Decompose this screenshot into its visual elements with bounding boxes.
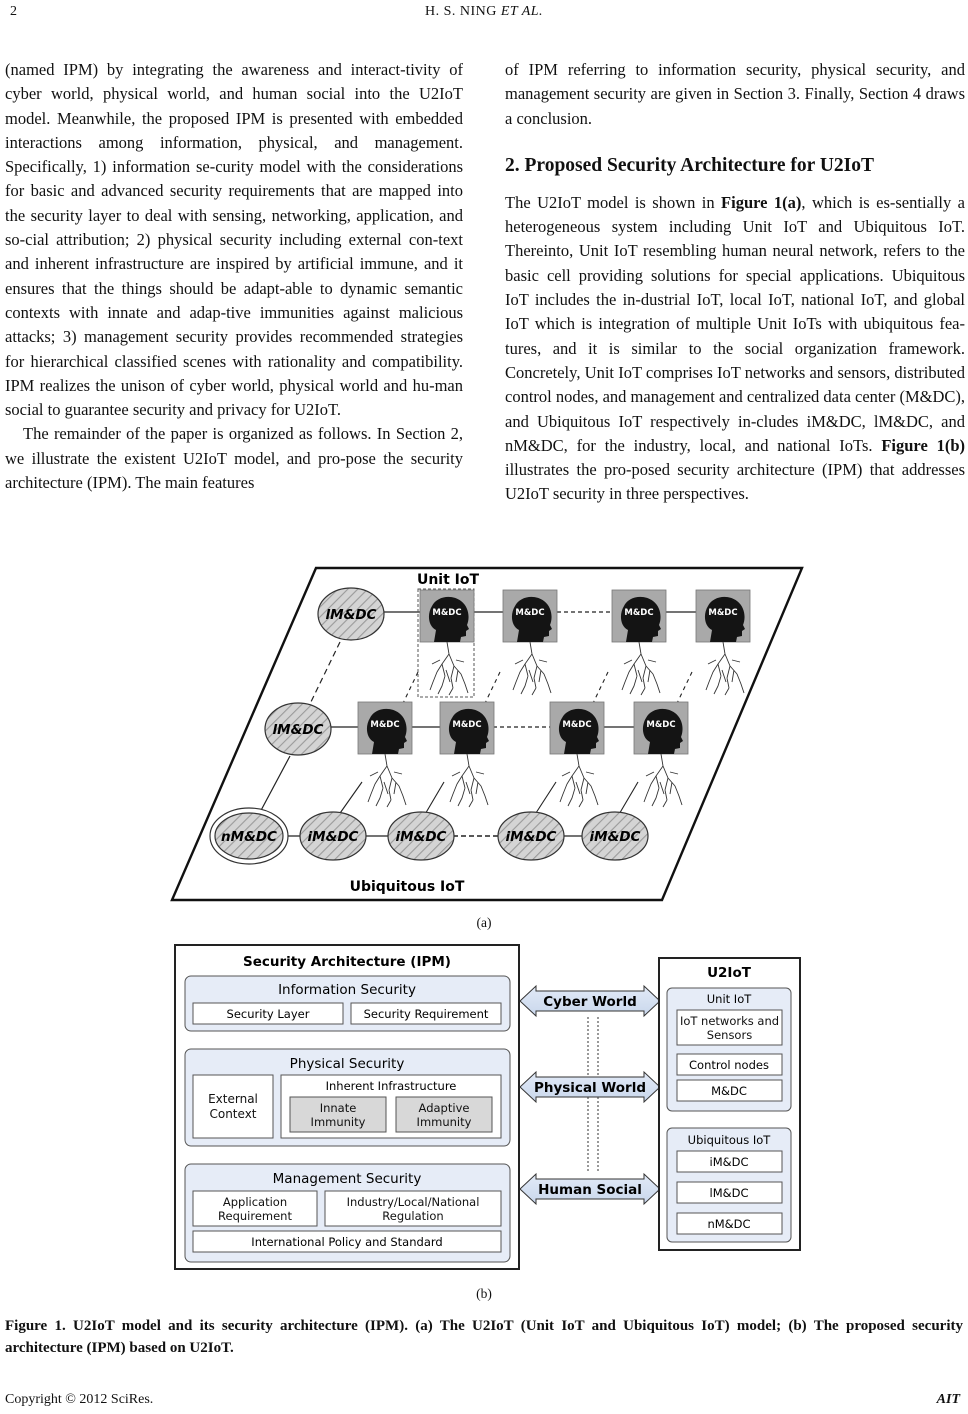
adaptive-immunity-box <box>395 1096 493 1133</box>
nmdc-box: nM&DC <box>707 1217 750 1231</box>
head-label: M&DC <box>515 608 544 618</box>
section-heading: 2. Proposed Security Architecture for U2… <box>505 154 875 176</box>
application-requirement-box <box>192 1190 318 1227</box>
imdc-box: iM&DC <box>710 1155 749 1169</box>
external-context-box <box>192 1074 274 1139</box>
unit-mdc-box: M&DC <box>711 1084 747 1098</box>
unit-head-1: M&DC <box>419 589 475 696</box>
lmdc-box: lM&DC <box>710 1186 749 1200</box>
right-column: of IPM referring to information security… <box>505 58 965 507</box>
unit-head-5: M&DC <box>357 701 413 808</box>
figure-1a-u2iot-model: Unit IoT Ubiquitous IoT M&DC M&DC M&DC M… <box>170 566 804 902</box>
left-column: (named IPM) by integrating the awareness… <box>5 58 463 495</box>
imdc-ellipse-2 <box>387 811 455 861</box>
control-nodes-box: Control nodes <box>689 1058 769 1072</box>
lmdc-mid-ellipse <box>264 702 332 756</box>
ubiquitous-iot-title: Ubiquitous IoT <box>688 1133 772 1147</box>
unit-head-6: M&DC <box>439 701 495 808</box>
figure-ref-1a: Figure 1(a) <box>721 192 802 212</box>
management-security-title: Management Security <box>273 1171 422 1187</box>
security-layer-box: Security Layer <box>227 1007 310 1021</box>
nmdc-ellipse <box>214 812 284 860</box>
info-security-title: Information Security <box>278 982 416 998</box>
regulation-label: Industry/Local/National Regulation <box>346 1194 480 1223</box>
external-context-label: External Context <box>208 1091 258 1121</box>
subcaption-b: (b) <box>476 1286 492 1301</box>
copyright: Copyright © 2012 SciRes. <box>5 1392 154 1407</box>
left-paragraph-2: The remainder of the paper is organized … <box>5 424 463 493</box>
unit-head-2: M&DC <box>502 589 558 696</box>
right-paragraph-2: The U2IoT model is shown in Figure 1(a),… <box>505 191 965 507</box>
ipm-title: Security Architecture (IPM) <box>243 954 451 970</box>
head-label: M&DC <box>432 608 461 618</box>
imdc-label-1: iM&DC <box>308 829 359 845</box>
imdc-ellipse-4 <box>581 811 649 861</box>
inherent-infrastructure-label: Inherent Infrastructure <box>326 1079 457 1093</box>
human-social-label: Human Social <box>538 1182 642 1198</box>
unit-head-4: M&DC <box>695 589 751 696</box>
author-header: H. S. NING ET AL. <box>0 4 968 20</box>
right-paragraph-1: of IPM referring to information security… <box>505 60 965 128</box>
regulation-box <box>324 1190 502 1227</box>
imdc-ellipse-1 <box>299 811 367 861</box>
imdc-label-4: iM&DC <box>590 829 641 845</box>
subcaption-a: (a) <box>476 915 492 930</box>
cyber-world-label: Cyber World <box>543 994 637 1010</box>
author-names: H. S. NING <box>424 4 501 19</box>
figure-ref-1b: Figure 1(b) <box>881 435 966 455</box>
para-text-b: , which is es-sentially a heterogeneous … <box>505 192 966 455</box>
figure-1b-security-architecture: Security Architecture (IPM) Information … <box>174 944 801 1270</box>
unit-head-8: M&DC <box>633 701 689 808</box>
application-requirement-label: Application Requirement <box>218 1194 292 1223</box>
running-header: 2 H. S. NING ET AL. <box>0 4 968 24</box>
head-label: M&DC <box>624 608 653 618</box>
physical-security-title: Physical Security <box>290 1056 405 1072</box>
nmdc-label: nM&DC <box>221 829 277 845</box>
unit-iot-label: Unit IoT <box>417 572 480 588</box>
unit-iot-title: Unit IoT <box>707 992 752 1006</box>
journal-abbrev: AIT <box>936 1392 960 1407</box>
unit-head-3: M&DC <box>611 589 667 696</box>
imdc-ellipse-3 <box>497 811 565 861</box>
left-paragraph-1: (named IPM) by integrating the awareness… <box>5 60 463 420</box>
ubiquitous-iot-label: Ubiquitous IoT <box>350 879 465 895</box>
physical-world-label: Physical World <box>534 1080 646 1096</box>
imdc-label-3: iM&DC <box>506 829 557 845</box>
head-label: M&DC <box>646 720 675 730</box>
innate-immunity-label: Innate Immunity <box>310 1100 366 1129</box>
head-label: M&DC <box>370 720 399 730</box>
para-text-a: The U2IoT model is shown in <box>505 192 722 212</box>
para-text-c: illustrates the pro-posed security archi… <box>505 460 965 504</box>
imdc-label-2: iM&DC <box>396 829 447 845</box>
head-label: M&DC <box>562 720 591 730</box>
innate-immunity-box <box>289 1096 387 1133</box>
u2iot-title: U2IoT <box>707 965 752 981</box>
lmdc-mid-label: lM&DC <box>273 722 324 738</box>
international-policy-box: International Policy and Standard <box>251 1235 442 1249</box>
unit-head-7: M&DC <box>549 701 605 808</box>
iot-networks-box <box>676 1009 783 1046</box>
figure-caption: Figure 1. U2IoT model and its security a… <box>5 1318 963 1356</box>
head-label: M&DC <box>452 720 481 730</box>
author-et-al: ET AL. <box>500 4 544 19</box>
page-number: 2 <box>10 4 17 19</box>
lmdc-top-ellipse <box>317 587 385 641</box>
iot-networks-label: IoT networks and Sensors <box>679 1013 780 1042</box>
head-label: M&DC <box>708 608 737 618</box>
security-requirement-box: Security Requirement <box>364 1007 489 1021</box>
lmdc-top-label: lM&DC <box>326 607 377 623</box>
adaptive-immunity-label: Adaptive Immunity <box>416 1100 472 1129</box>
